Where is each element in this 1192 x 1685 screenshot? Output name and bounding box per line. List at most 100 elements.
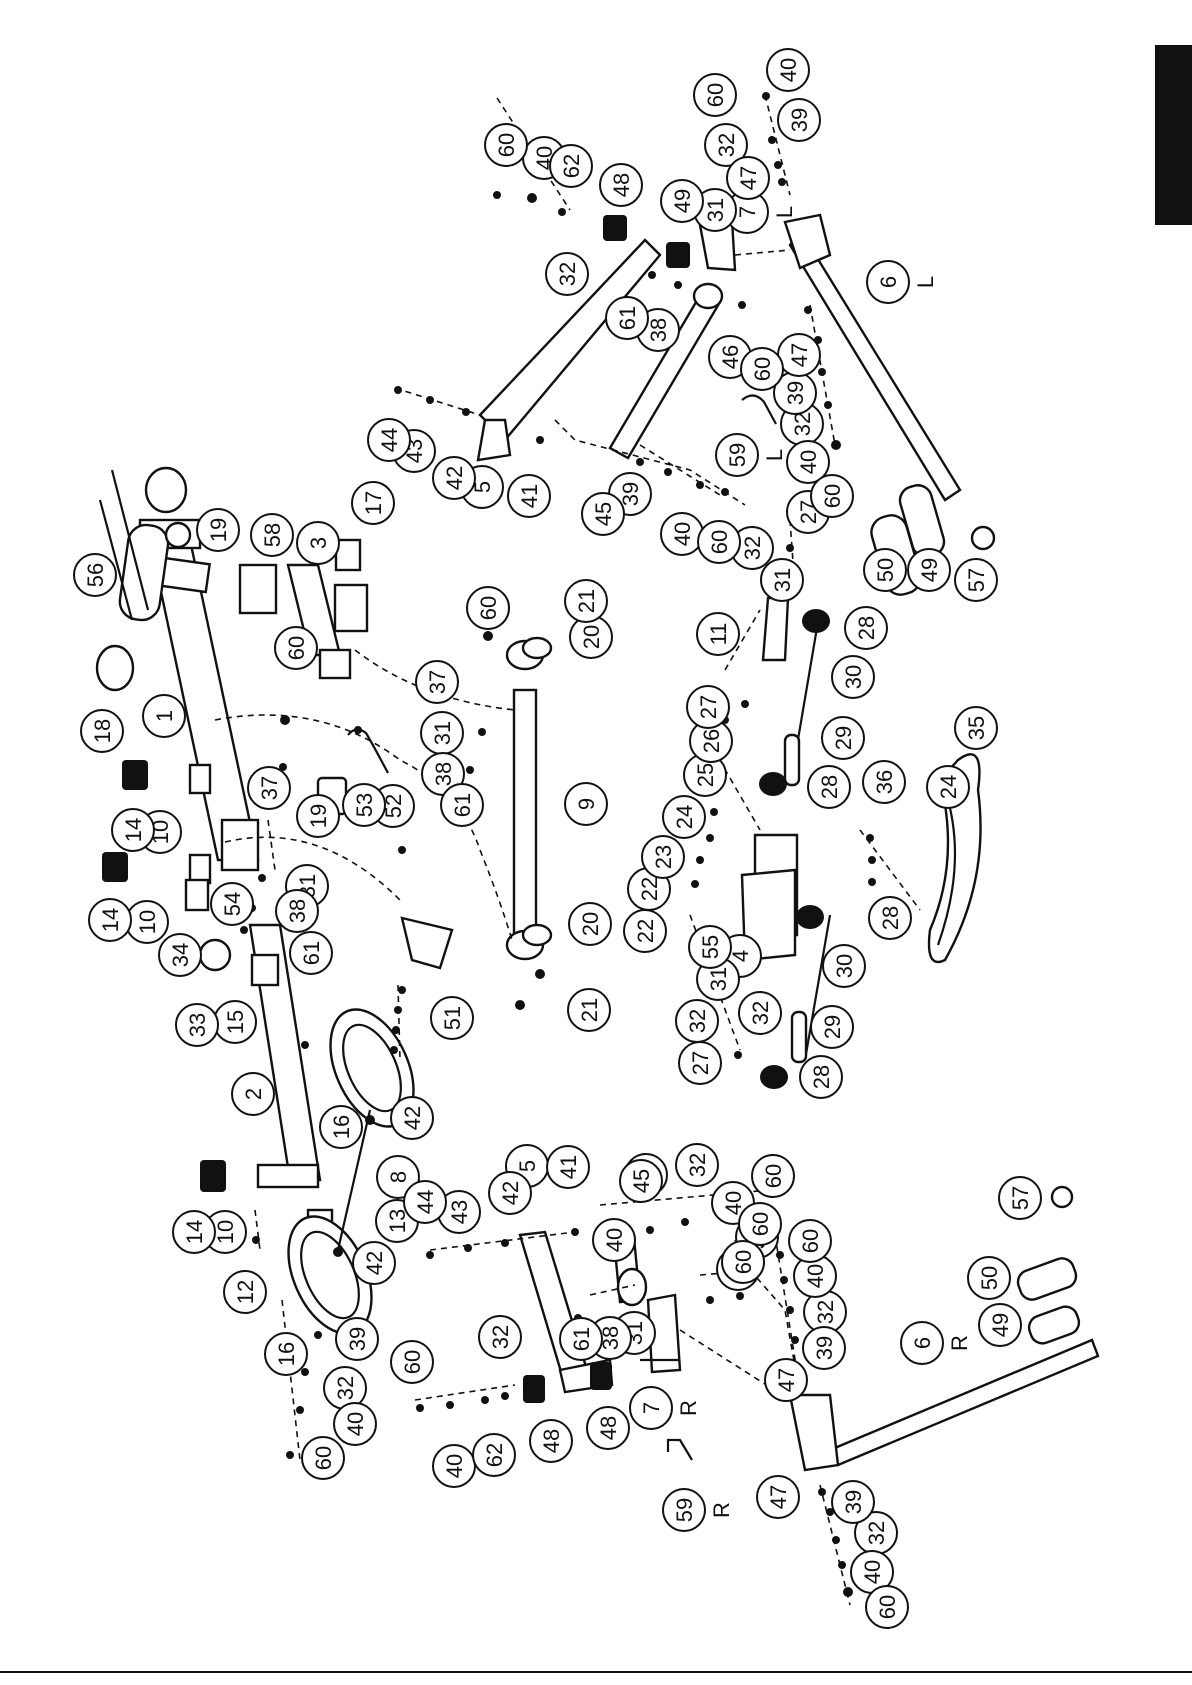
callout-number: 41 — [517, 484, 542, 508]
callout-number: 50 — [873, 558, 898, 582]
callout-number: 49 — [917, 558, 942, 582]
callout-circle — [788, 1219, 832, 1263]
callout-number: 16 — [329, 1115, 354, 1139]
callout-number: 7 — [735, 206, 760, 218]
callout-18: 18 — [80, 709, 124, 753]
callout-number: 54 — [220, 892, 245, 916]
callout-49b: 49 — [907, 548, 951, 592]
callout-circle — [581, 492, 625, 536]
callout-36: 36 — [862, 760, 906, 804]
callout-number: 32 — [333, 1376, 358, 1400]
callout-number: 50 — [977, 1266, 1002, 1290]
callout-48a: 48 — [599, 163, 643, 207]
callout-60a: 60 — [693, 73, 737, 117]
callout-circle — [301, 1436, 345, 1480]
handlebar-arm-right-part — [518, 1230, 592, 1387]
callout-number: 4 — [728, 950, 753, 962]
callout-number: 17 — [361, 491, 386, 515]
callout-number: 49 — [670, 189, 695, 213]
callout-57b: 57 — [998, 1176, 1042, 1220]
callout-60e: 60 — [697, 520, 741, 564]
callout-circle — [592, 1218, 636, 1262]
callout-31c: 31 — [420, 711, 464, 755]
callout-number: 2 — [241, 1088, 266, 1100]
callout-51: 51 — [430, 996, 474, 1040]
callout-29a: 29 — [821, 716, 865, 760]
callout-number: 20 — [578, 912, 603, 936]
callout-23: 23 — [641, 835, 685, 879]
callout-circle — [367, 418, 411, 462]
callout-number: 31 — [706, 967, 731, 991]
callout-number: 39 — [345, 1327, 370, 1351]
callout-circle — [799, 1055, 843, 1099]
callout-60f: 60 — [274, 626, 318, 670]
callout-number: 49 — [988, 1313, 1013, 1337]
callout-circle — [777, 98, 821, 142]
callout-circle — [210, 882, 254, 926]
callout-60c: 60 — [740, 347, 784, 391]
callout-circle — [564, 579, 608, 623]
callout-circle — [868, 896, 912, 940]
callout-number: 21 — [574, 589, 599, 613]
callout-number: 47 — [736, 166, 761, 190]
callout-32e: 32 — [675, 999, 719, 1043]
callout-circle — [726, 156, 770, 200]
callout-circle — [73, 553, 117, 597]
callout-circle — [738, 1202, 782, 1246]
callout-number: 32 — [740, 536, 765, 560]
callout-circle — [900, 1321, 944, 1365]
callout-number: 60 — [820, 484, 845, 508]
callout-circle — [466, 586, 510, 630]
callout-circle — [296, 794, 340, 838]
callout-circle — [567, 988, 611, 1032]
callout-number: 32 — [748, 1001, 773, 1025]
callout-circle — [564, 782, 608, 826]
callout-39a: 39 — [777, 98, 821, 142]
callout-60n: 60 — [751, 1154, 795, 1198]
callout-number: 40 — [343, 1412, 368, 1436]
callout-number: 39 — [783, 381, 808, 405]
callout-circle — [662, 1488, 706, 1532]
callout-number: 42 — [498, 1181, 523, 1205]
callout-circle — [223, 1270, 267, 1314]
callout-circle — [865, 1585, 909, 1629]
callout-40d: 40 — [660, 512, 704, 556]
callout-61c: 61 — [289, 931, 333, 975]
callout-25: 25 — [683, 753, 727, 797]
callout-31a: 31 — [693, 188, 737, 232]
callout-60h: 60 — [301, 1436, 345, 1480]
callout-circle — [342, 783, 386, 827]
callout-number: 47 — [774, 1368, 799, 1392]
callout-circle — [675, 1143, 719, 1187]
callout-number: 61 — [450, 793, 475, 817]
callout-number: 27 — [688, 1051, 713, 1075]
callout-50b: 50 — [967, 1256, 1011, 1300]
callout-number: 31 — [430, 721, 455, 745]
part-callouts: 12345L5R6L6R7L7R891010101112131414141516… — [73, 48, 1042, 1629]
callout-54: 54 — [210, 882, 254, 926]
callout-circle — [430, 996, 474, 1040]
callout-number: 28 — [809, 1065, 834, 1089]
callout-16a: 16 — [319, 1105, 363, 1149]
callout-number: 37 — [257, 776, 282, 800]
callout-circle — [559, 1317, 603, 1361]
callout-number: 48 — [609, 173, 634, 197]
callout-20b: 20 — [568, 902, 612, 946]
callout-number: 60 — [731, 1250, 756, 1274]
callout-2: 2 — [231, 1072, 275, 1116]
callout-28b: 28 — [807, 765, 851, 809]
callout-number: 31 — [770, 568, 795, 592]
callout-31b: 31 — [760, 558, 804, 602]
callout-number: 60 — [748, 1212, 773, 1236]
callout-circle — [954, 706, 998, 750]
callout-number: 32 — [685, 1009, 710, 1033]
callout-circle — [866, 260, 910, 304]
callout-42b: 42 — [390, 1096, 434, 1140]
callout-circle — [696, 612, 740, 656]
callout-number: 28 — [854, 616, 879, 640]
callout-40h: 40 — [793, 1254, 837, 1298]
callout-number: 40 — [602, 1228, 627, 1252]
callout-circle — [822, 944, 866, 988]
